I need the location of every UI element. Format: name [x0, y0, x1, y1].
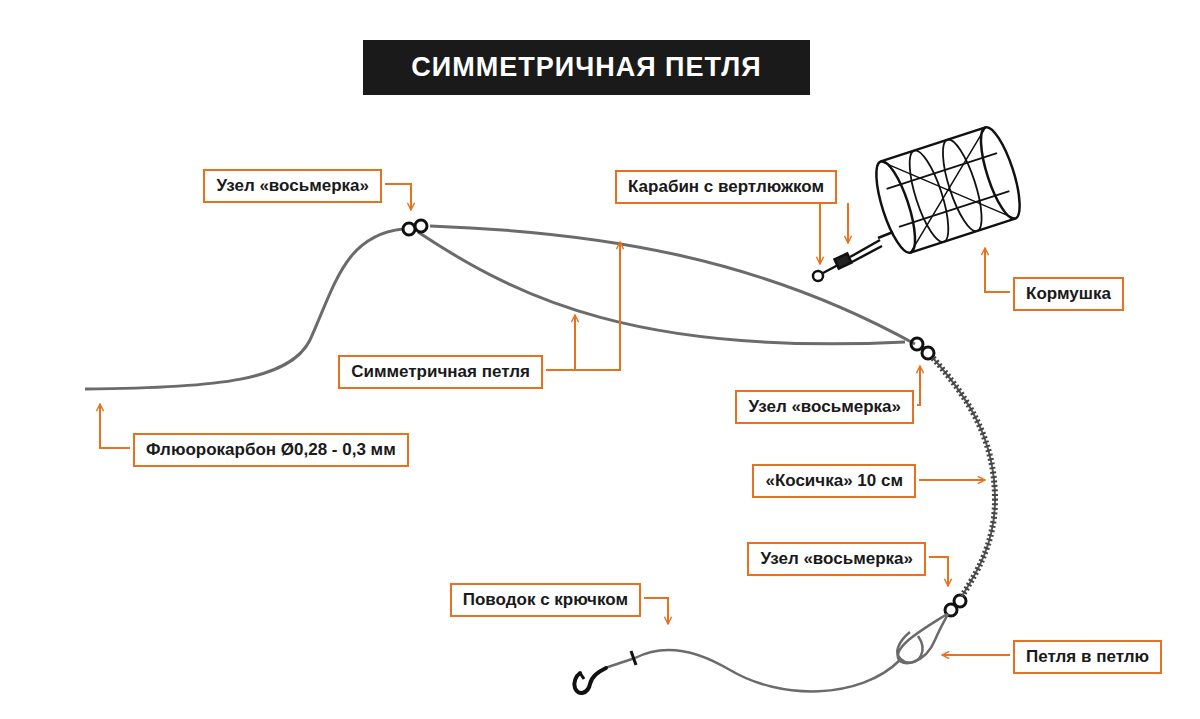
knot-mid: [911, 338, 934, 359]
callout-text: Кормушка: [1026, 283, 1111, 305]
callout-box: Кормушка: [1013, 277, 1124, 311]
loop-in-loop: [897, 614, 948, 663]
callout-box: Флюорокарбон Ø0,28 - 0,3 мм: [133, 433, 409, 467]
leader-lines: [100, 184, 1010, 655]
knot-low: [945, 595, 966, 616]
braid-twist: [933, 358, 995, 596]
loop-lower: [418, 232, 905, 344]
hook-link: [635, 650, 900, 692]
callout-text: Симметричная петля: [351, 361, 530, 383]
title: СИММЕТРИЧНАЯ ПЕТЛЯ: [411, 52, 761, 83]
hook: [574, 668, 606, 693]
callout-box: Петля в петлю: [1013, 640, 1162, 674]
loop-upper: [430, 226, 915, 344]
callout-text: Узел «восьмерка»: [748, 396, 901, 418]
callout-box: «Косичка» 10 см: [752, 464, 916, 498]
callout-text: Петля в петлю: [1026, 646, 1149, 668]
callout-text: «Косичка» 10 см: [765, 470, 903, 492]
callout-box: Симметричная петля: [338, 355, 543, 389]
callout-box: Узел «восьмерка»: [747, 542, 926, 576]
hook-barb: [580, 673, 584, 679]
callout-box: Поводок с крючком: [450, 583, 641, 617]
callout-text: Карабин с вертлюжком: [628, 176, 824, 198]
callout-box: Карабин с вертлюжком: [615, 170, 837, 204]
hook-stop: [631, 651, 636, 665]
title-band: СИММЕТРИЧНАЯ ПЕТЛЯ: [363, 40, 810, 95]
callout-text: Поводок с крючком: [463, 589, 628, 611]
callout-text: Узел «восьмерка»: [760, 548, 913, 570]
knot-top: [403, 220, 427, 235]
braid-core: [933, 358, 995, 596]
swivel-snap: [813, 232, 893, 281]
hook-link-end: [605, 658, 635, 668]
callout-box: Узел «восьмерка»: [203, 169, 382, 203]
callout-text: Узел «восьмерка»: [216, 175, 369, 197]
feeder: [868, 123, 1027, 256]
callout-text: Флюорокарбон Ø0,28 - 0,3 мм: [146, 439, 396, 461]
callout-box: Узел «восьмерка»: [735, 390, 914, 424]
